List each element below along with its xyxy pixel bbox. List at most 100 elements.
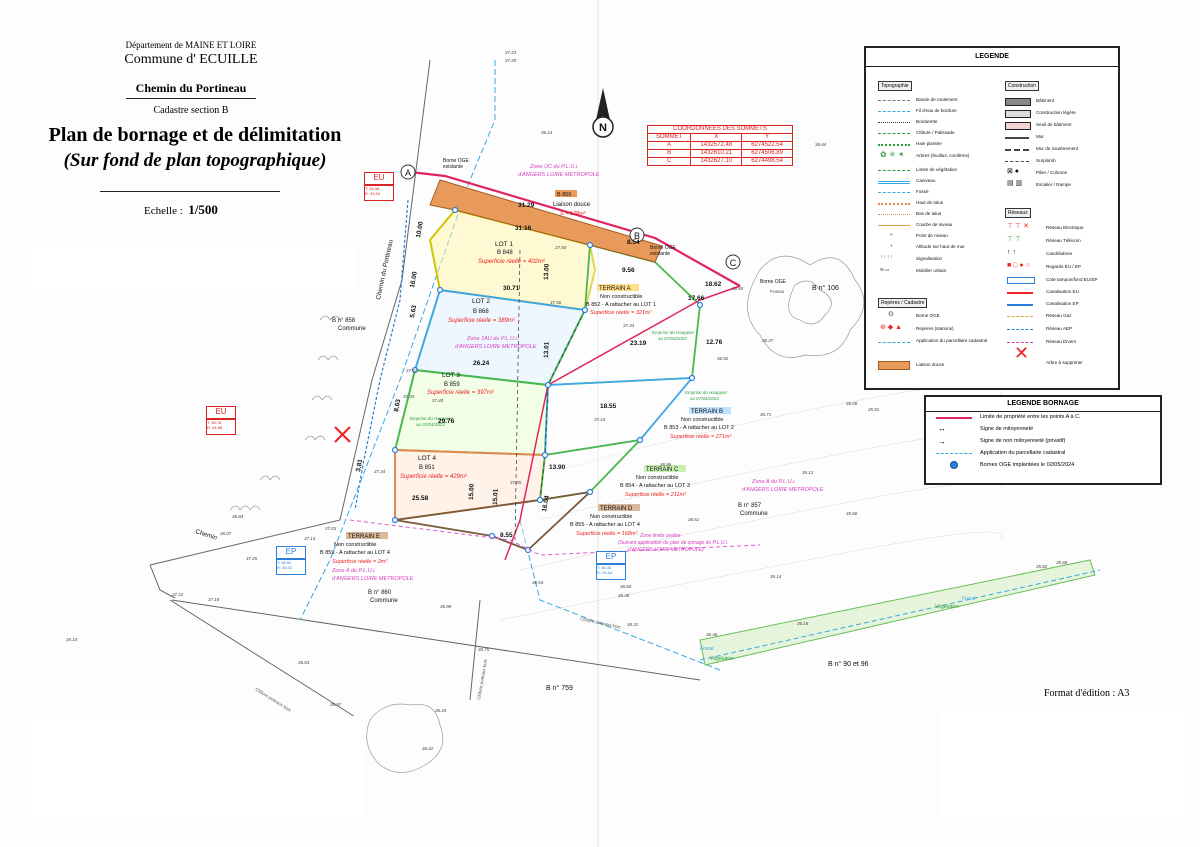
- svg-text:8.54: 8.54: [627, 239, 640, 246]
- svg-text:35.82: 35.82: [1036, 564, 1048, 569]
- ep-tag-left: EP: [276, 546, 306, 559]
- svg-text:LOT 4: LOT 4: [418, 455, 436, 462]
- svg-text:3.81: 3.81: [355, 458, 364, 472]
- legend-swatch-bande: [878, 100, 910, 105]
- svg-text:36.14: 36.14: [770, 574, 782, 579]
- coords-cell: B: [646, 149, 692, 158]
- legend-swatch-surplomb: [1005, 161, 1029, 166]
- svg-text:29.76: 29.76: [438, 418, 455, 425]
- signalisation-icon: ↑ ↑ ↑ ↑: [880, 254, 894, 259]
- dimension-labels: 31.29 31.16 30.71 26.24 29.76 25.58 8.54…: [355, 202, 723, 539]
- legend-swatch-fil: [878, 111, 910, 116]
- bornage-swatch-parcellaire: [936, 453, 972, 454]
- electric-icon: ⊤ ⊤ ✕: [1007, 223, 1029, 230]
- legend-item-parcellaire: Application du parcellaire cadastral: [916, 338, 988, 343]
- svg-text:36.47: 36.47: [762, 338, 774, 343]
- fosse-label-1: Fossé: [962, 596, 976, 602]
- svg-text:37.43: 37.43: [623, 323, 635, 328]
- parcel-b858: B n° 858: [332, 318, 356, 324]
- legend-swatch-cloture: [878, 133, 910, 138]
- svg-text:37.20: 37.20: [505, 58, 517, 63]
- zone-a-right-label: Zone A du P.L.U.i.: [751, 479, 796, 485]
- svg-text:Superficie réelle = 429m²: Superficie réelle = 429m²: [400, 474, 468, 480]
- legend-swatch-caniveau: [878, 181, 910, 188]
- svg-text:B 852 - A rattacher au LOT 1: B 852 - A rattacher au LOT 1: [586, 302, 656, 308]
- lot-3-label: LOT 3 B 859 Superficie réelle = 397m²: [427, 372, 495, 396]
- format-label: Format d'édition : A3: [1044, 688, 1130, 699]
- coords-header-sommet: SOMMET: [646, 133, 692, 142]
- legend-item-signalisation: Signalisation: [916, 256, 943, 261]
- department-label: Département de MAINE ET LOIRE: [125, 40, 257, 50]
- coords-cell: A: [646, 141, 692, 150]
- eu-values-mid: T: 36.78 R: 34.88: [206, 419, 236, 435]
- legend-swatch-divers: [1007, 342, 1033, 347]
- scale-value: 1/500: [188, 202, 218, 217]
- legend-item-seuil: Seuil de bâtiment: [1036, 122, 1072, 127]
- parcel-b860-commune: Commune: [370, 598, 398, 604]
- svg-text:13.00: 13.00: [543, 263, 551, 280]
- legend-item-canal-eu: Canalisation EU: [1046, 289, 1079, 294]
- borne-label-c: Borne OGE: [760, 279, 787, 285]
- svg-text:37.13: 37.13: [304, 536, 316, 541]
- svg-text:TERRAIN E: TERRAIN E: [348, 534, 380, 540]
- point-b-label: B: [634, 231, 640, 241]
- svg-text:26.24: 26.24: [473, 360, 490, 367]
- bornage-item-mitoyen: Signe de mitoyenneté: [980, 426, 1034, 432]
- cadastral-application-line: [299, 60, 721, 671]
- svg-text:TERRAIN D: TERRAIN D: [600, 506, 633, 512]
- svg-text:10.00: 10.00: [415, 221, 425, 239]
- svg-text:8.63: 8.63: [393, 398, 402, 412]
- lot-2-label: LOT 2 B 868 Superficie réelle = 389m²: [448, 298, 516, 324]
- legend-item-gaz: Réseau Gaz: [1046, 313, 1072, 318]
- coords-header-x: X: [690, 133, 743, 142]
- scale-text: Echelle :: [144, 205, 183, 217]
- coords-cell: 6274506.89: [741, 149, 793, 158]
- vegetation-label-2: Végétation: [710, 656, 734, 662]
- non-mitoyen-arrow-icon: →: [938, 437, 946, 446]
- regard-icon: ■ □ ● ○: [1007, 262, 1030, 269]
- coords-header-y: Y: [741, 133, 793, 142]
- legend-item-mur: Mur: [1036, 134, 1044, 139]
- legend-swatch-aep: [1007, 329, 1033, 334]
- emprise-2: Emprise du Hauppier: [685, 390, 728, 395]
- eu-r-label: R:: [365, 191, 369, 196]
- svg-text:37.22: 37.22: [172, 592, 184, 597]
- svg-text:25.58: 25.58: [412, 495, 429, 502]
- svg-text:18.55: 18.55: [600, 403, 617, 410]
- fosse-label-2: Fossé: [700, 646, 714, 652]
- legend-item-haie: Haie plantée: [916, 141, 942, 146]
- emprise-1: Emprise du Hauppier: [652, 330, 695, 335]
- svg-text:LOT 1: LOT 1: [495, 241, 513, 248]
- ep-values-right: T: 36.46 R: 34.64: [596, 564, 626, 580]
- eu-tag-top: EU: [364, 172, 394, 185]
- svg-text:37.50: 37.50: [555, 245, 567, 250]
- emprise-2-date: au 07/04/2023: [690, 396, 719, 401]
- road-label: Chemin du Portineau: [135, 81, 247, 95]
- coords-row: C 1432627.10 6274498.54: [646, 157, 793, 166]
- page-title: Plan de bornage et de délimitation: [48, 124, 342, 146]
- legend-item-mobilier: Mobilier urbain: [916, 268, 947, 273]
- terrain-d-label: TERRAIN D Non constructible B 855 - A ra…: [570, 504, 640, 537]
- emprise-1-date: au 07/04/2023: [658, 336, 687, 341]
- svg-text:36.08: 36.08: [846, 401, 858, 406]
- svg-text:Superficie réelle = 402m²: Superficie réelle = 402m²: [478, 259, 546, 265]
- svg-text:TERRAIN B: TERRAIN B: [691, 409, 723, 415]
- legend-item-telecom: Réseau Télécom: [1046, 238, 1081, 243]
- legend-item-divers: Réseau Divers: [1046, 339, 1077, 344]
- borne-markers: [391, 206, 704, 554]
- legend-section-reperes: Repères / Cadastre: [878, 298, 928, 308]
- road-chemin-label: Chemin: [194, 528, 218, 542]
- legend-item-borne: Borne OGE: [916, 313, 940, 318]
- coords-cell: 1432610.21: [690, 149, 743, 158]
- legend-item-cloture: Clôture / Palissade: [916, 130, 955, 135]
- internal-grid: [514, 249, 586, 541]
- legend-item-arbre-supprimer: Arbre à supprimer: [1046, 360, 1083, 365]
- coords-row: A 1432572.48 6274522.54: [646, 141, 793, 150]
- borne-label-b: Borne OGE: [650, 245, 677, 251]
- svg-text:16.04: 16.04: [541, 495, 551, 513]
- point-a-label: A: [405, 168, 411, 178]
- svg-text:36.14: 36.14: [541, 130, 553, 135]
- ep-tag-right: EP: [596, 551, 626, 564]
- fosse-line: [699, 569, 1101, 661]
